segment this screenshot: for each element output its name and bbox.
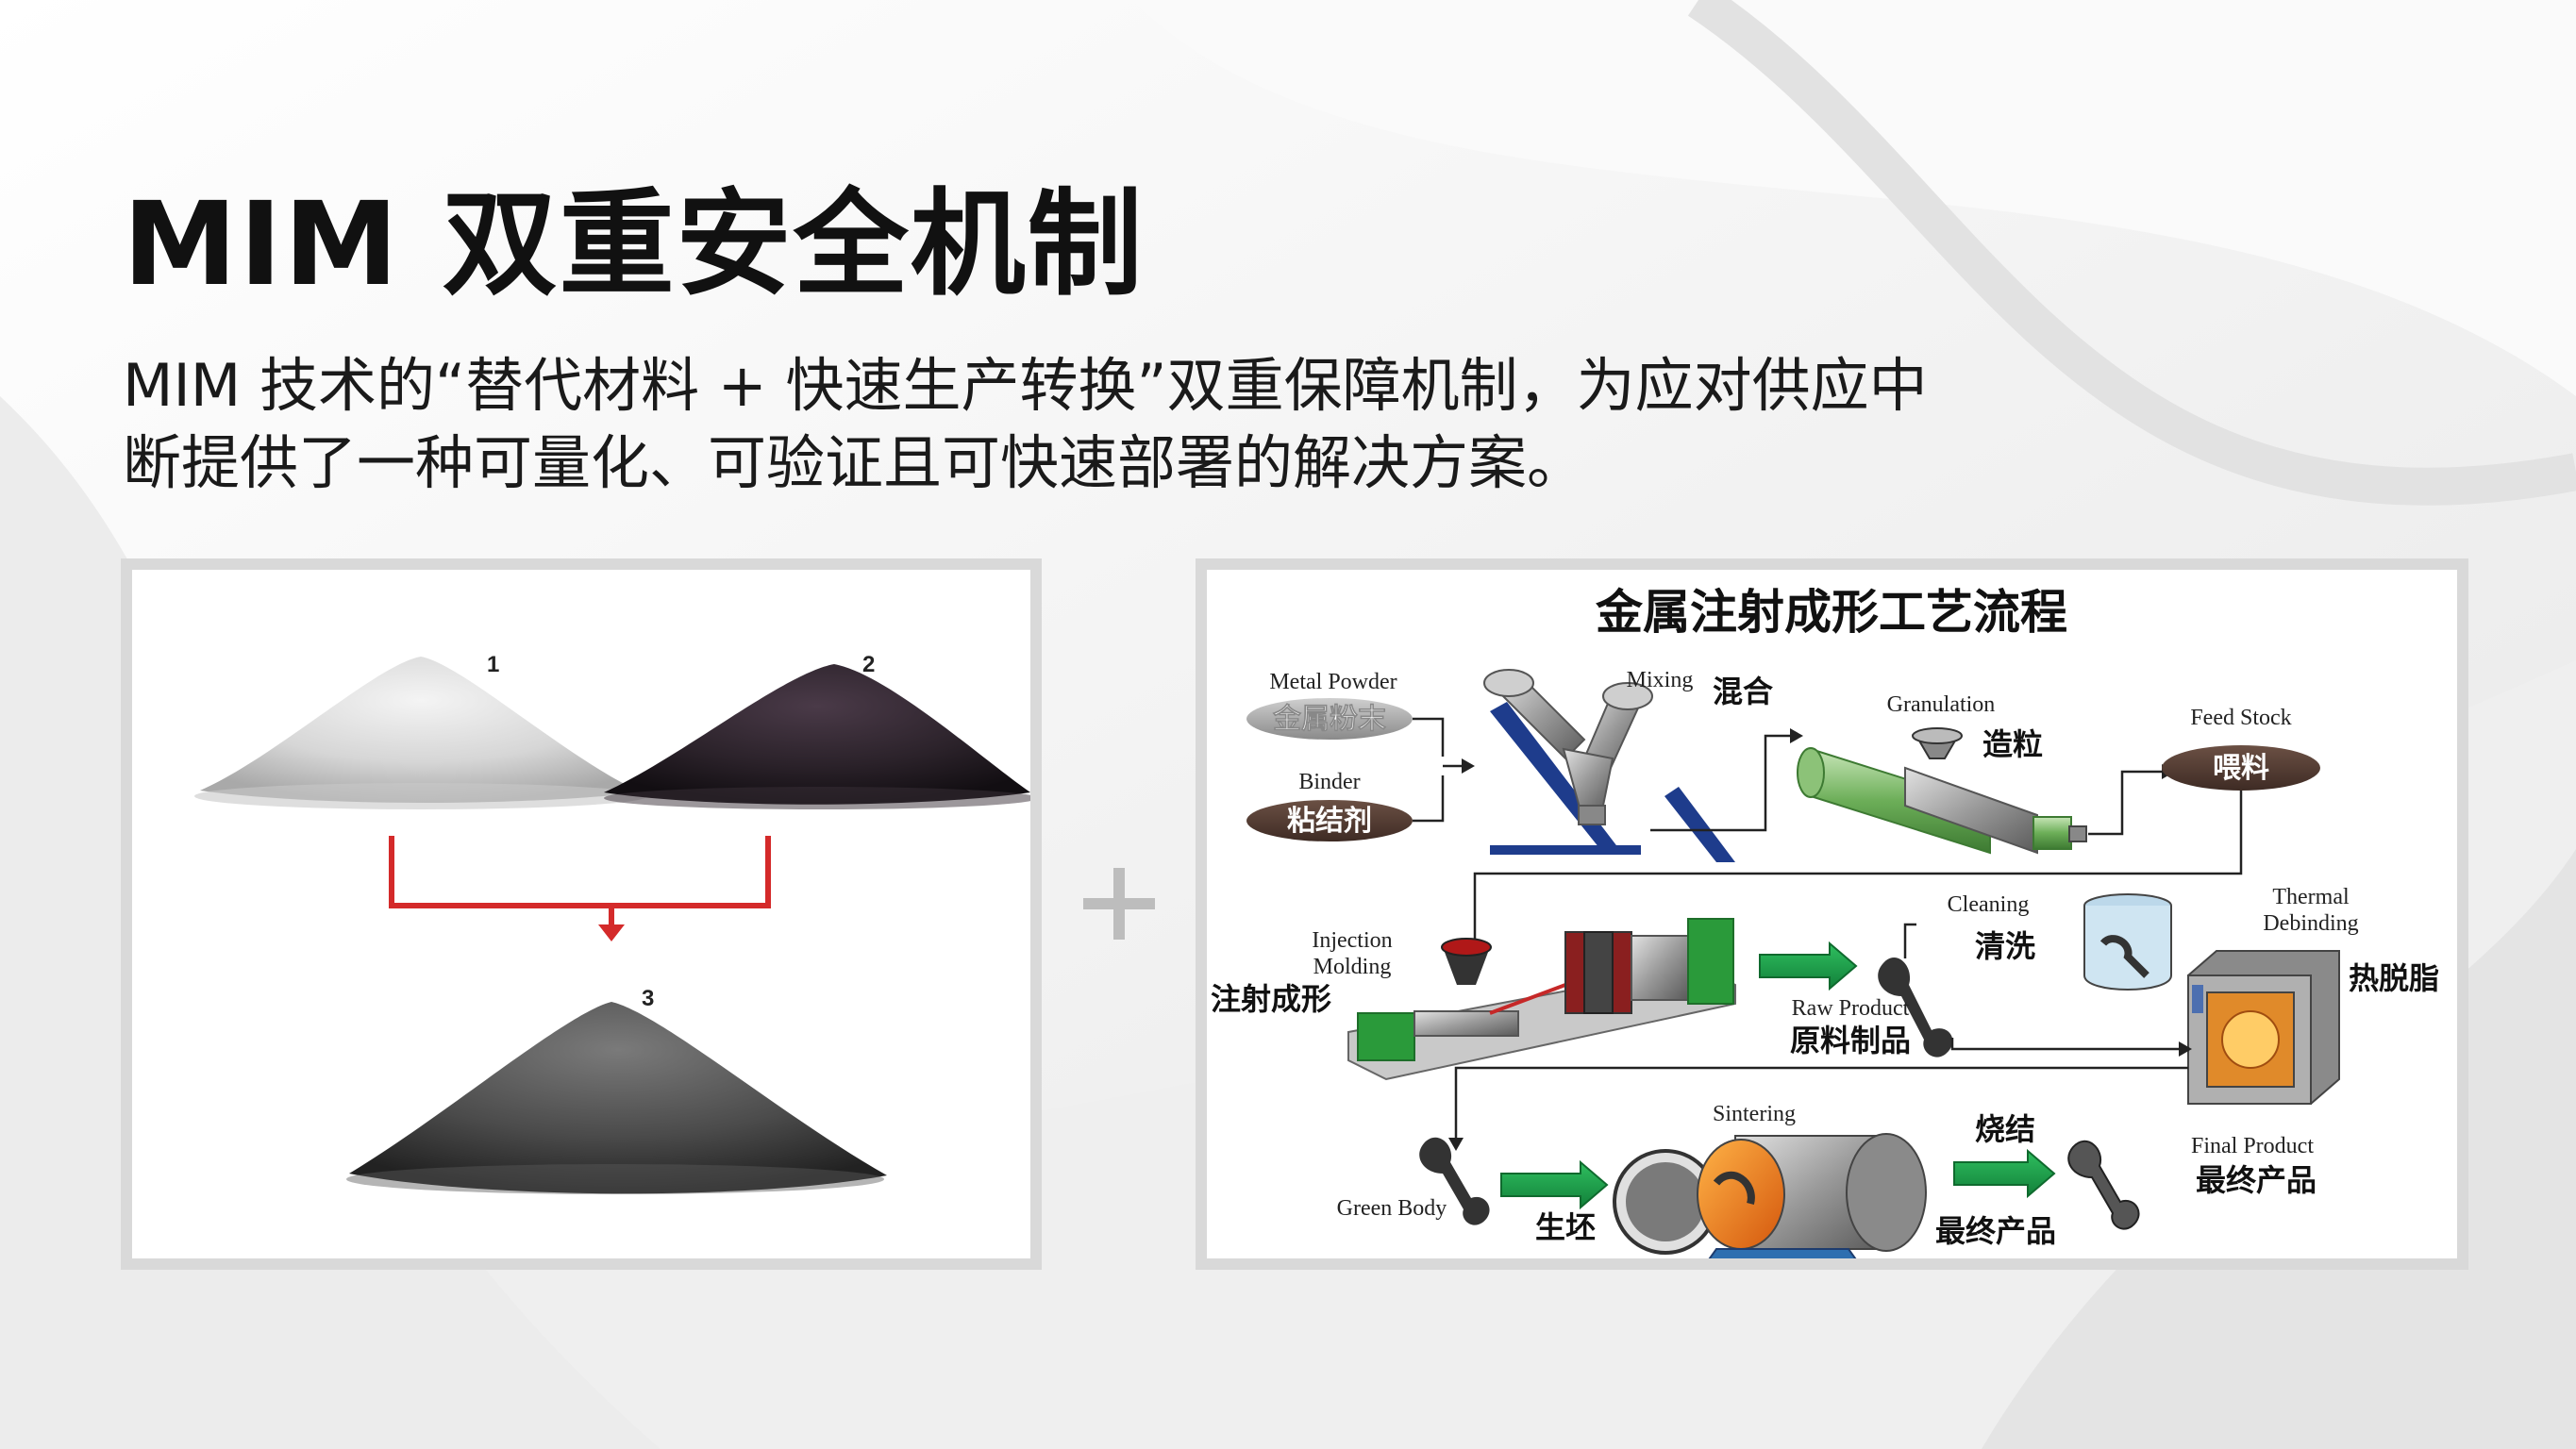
- final-product-part-icon: [2067, 1140, 2140, 1230]
- green-body-label-en: Green Body: [1337, 1196, 1447, 1221]
- feedstock-cloud: [2162, 745, 2320, 791]
- debinding-oven: [2187, 950, 2340, 1105]
- binder-label-en: Binder: [1298, 770, 1360, 794]
- white-powder-pile: [200, 657, 642, 803]
- thermal-label-en-1: Thermal: [2272, 885, 2350, 909]
- process-title: 金属注射成形工艺流程: [1596, 585, 2067, 640]
- final-label-below-arrow: 最终产品: [1935, 1213, 2056, 1249]
- final-product-label-cn: 最终产品: [2196, 1162, 2317, 1198]
- mixing-label-en: Mixing: [1627, 668, 1694, 692]
- subtitle-line-1: MIM 技术的“替代材料 + 快速生产转换”双重保障机制，为应对供应中: [123, 351, 1928, 420]
- granulation-label-cn: 造粒: [1982, 726, 2043, 762]
- injection-connector: [1473, 791, 2243, 943]
- thermal-label-en-2: Debinding: [2263, 911, 2358, 936]
- arrow-sintering-to-final: [1953, 1148, 2056, 1199]
- raw-product-label-en: Raw Product: [1792, 996, 1910, 1021]
- green-body-label-cn: 生坯: [1535, 1209, 1596, 1245]
- cleaning-connector: [1903, 923, 1916, 958]
- subtitle-line-2: 断提供了一种可量化、可验证且可快速部署的解决方案。: [123, 428, 1586, 497]
- sintering-label-cn: 烧结: [1975, 1111, 2035, 1147]
- powder-label-1: 1: [487, 652, 499, 677]
- cleaning-label-cn: 清洗: [1975, 928, 2035, 964]
- cleaning-tank: [2083, 893, 2172, 991]
- green-body-connector: [1454, 1066, 2188, 1138]
- metal-powder-label-cn: 金属粉末: [1272, 703, 1386, 736]
- injection-label-en-1: Injection: [1312, 928, 1392, 953]
- feedstock-label-cn: 喂料: [2213, 752, 2269, 785]
- injection-label-en-2: Molding: [1313, 955, 1392, 979]
- feedstock-connector: [2088, 770, 2162, 836]
- powder-illustration: 1 2 3: [194, 652, 1030, 1194]
- granulation-label-en: Granulation: [1887, 692, 1996, 717]
- merge-arrows: [389, 836, 771, 926]
- mixed-powder-pile: [349, 1002, 887, 1194]
- granulation-connector: [1650, 734, 1790, 832]
- raw-product-part-icon: [1878, 957, 1953, 1058]
- mim-process-panel: 金属注射成形工艺流程 Metal Powder 金属粉末 Binder 粘结剂: [1196, 558, 2468, 1270]
- thermal-connector: [1950, 1038, 2179, 1051]
- binder-cloud: [1246, 800, 1413, 841]
- plus-icon: [1083, 868, 1155, 940]
- sintering-furnace: [1613, 1133, 1927, 1258]
- thermal-label-cn: 热脱脂: [2349, 960, 2439, 996]
- mixer-machine: [1483, 669, 1735, 862]
- mixer-connectors: [1413, 717, 1462, 823]
- metal-powder-cloud: [1246, 698, 1413, 740]
- powder-label-3: 3: [642, 986, 654, 1011]
- page-subtitle: MIM 技术的“替代材料 + 快速生产转换”双重保障机制，为应对供应中 断提供了…: [123, 347, 2057, 502]
- arrow-green-to-sintering: [1500, 1159, 1609, 1210]
- final-product-label-en: Final Product: [2191, 1134, 2314, 1158]
- dark-powder-pile: [604, 664, 1030, 805]
- green-body-part-icon: [1419, 1137, 1490, 1225]
- metal-powder-label-en: Metal Powder: [1269, 670, 1397, 694]
- page-title: MIM 双重安全机制: [123, 177, 1145, 311]
- feedstock-label-en: Feed Stock: [2190, 706, 2291, 730]
- arrow-injection-to-raw: [1759, 941, 1858, 991]
- injection-label-cn: 注射成形: [1211, 981, 1331, 1017]
- powder-mixing-panel: 1 2 3: [121, 558, 1042, 1270]
- powder-label-2: 2: [862, 652, 875, 677]
- raw-product-label-cn: 原料制品: [1790, 1023, 1911, 1058]
- granulator-machine: [1797, 727, 2087, 855]
- injection-machine: [1347, 918, 1736, 1081]
- sintering-label-en: Sintering: [1713, 1102, 1796, 1126]
- binder-label-cn: 粘结剂: [1287, 805, 1372, 838]
- mixing-label-cn: 混合: [1713, 674, 1773, 709]
- cleaning-label-en: Cleaning: [1948, 892, 2030, 917]
- mim-process-diagram: 金属注射成形工艺流程 Metal Powder 金属粉末 Binder 粘结剂: [1211, 585, 2439, 1258]
- merge-arrowhead: [598, 924, 625, 941]
